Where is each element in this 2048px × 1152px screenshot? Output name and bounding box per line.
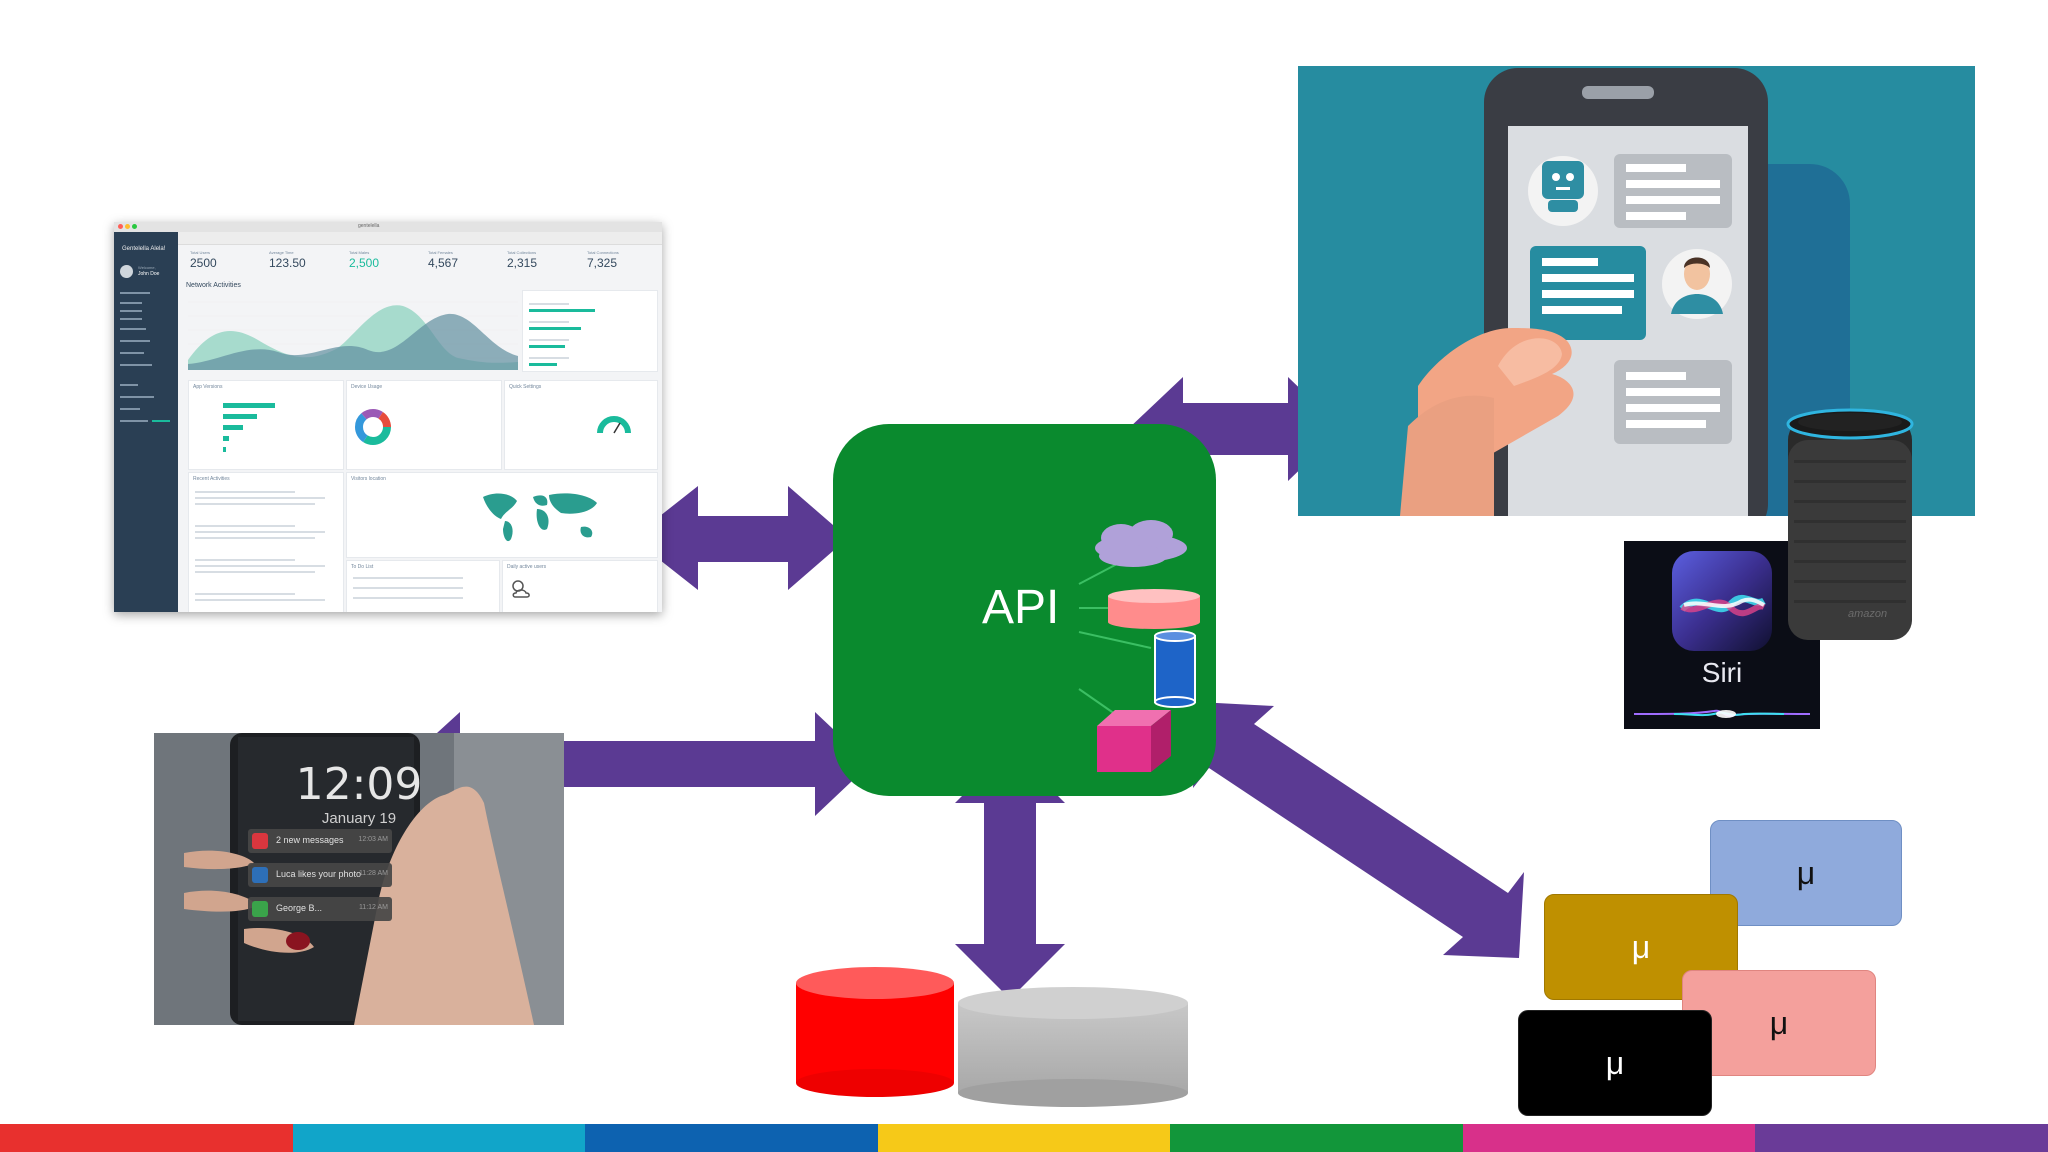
footer-stripe-blue <box>585 1124 878 1152</box>
network-activities-chart <box>188 301 518 370</box>
close-dot-icon <box>118 224 123 229</box>
sidebar-item <box>120 318 142 320</box>
browser-url: gentelella <box>358 223 380 229</box>
avatar <box>120 265 133 278</box>
footer-stripe-cyan <box>293 1124 585 1152</box>
visitors-location-panel: Visitors location <box>346 472 658 558</box>
notification-item[interactable]: 2 new messages 12:03 AM <box>248 829 392 853</box>
gray-database-icon <box>958 987 1188 1107</box>
recent-activities-panel: Recent Activities <box>188 472 344 612</box>
red-database-icon <box>796 967 954 1097</box>
mobile-chatbot-illustration <box>1298 66 1975 516</box>
like-icon <box>252 867 268 883</box>
sidebar-item <box>120 396 154 398</box>
amazon-logo-text: amazon <box>1848 608 1888 620</box>
maximize-dot-icon <box>132 224 137 229</box>
microservice-label: μ <box>1769 1005 1789 1041</box>
siri-assistant: Siri <box>1624 541 1820 729</box>
footer-stripe-magenta <box>1463 1124 1755 1152</box>
notification-item[interactable]: Luca likes your photo 11:28 AM <box>248 863 392 887</box>
footer-stripe-yellow <box>878 1124 1170 1152</box>
device-usage-donut <box>355 409 391 445</box>
sidebar-item <box>120 340 150 342</box>
minimize-dot-icon <box>125 224 130 229</box>
databases <box>796 967 1188 1107</box>
footer-stripe-green <box>1170 1124 1463 1152</box>
api-hub-resources <box>1078 520 1200 772</box>
sidebar-item <box>120 408 140 410</box>
microservice-label: μ <box>1605 1045 1625 1081</box>
dashboard-topbar <box>178 232 662 245</box>
siri-icon <box>1672 551 1772 651</box>
sidebar-item <box>120 310 142 312</box>
todo-panel: To Do List <box>346 560 500 612</box>
sidebar-item <box>120 292 150 294</box>
world-map-icon <box>483 493 597 542</box>
microservice-box: μ <box>1710 820 1902 926</box>
lockscreen-time: 12:09 <box>295 759 423 810</box>
sidebar-item <box>120 302 142 304</box>
app-versions-panel: App Versions <box>188 380 344 470</box>
browser-titlebar <box>114 222 662 232</box>
storage-cylinder-icon <box>1154 630 1196 708</box>
footer-stripe-purple <box>1755 1124 2048 1152</box>
notification-item[interactable]: George B... 11:12 AM <box>248 897 392 921</box>
amazon-echo-speaker <box>1786 408 1914 640</box>
gauge-icon <box>597 416 631 434</box>
sidebar-badge <box>152 420 170 422</box>
microservice-label: μ <box>1631 929 1651 965</box>
arrow-api-databases <box>955 748 1065 999</box>
phone-call-icon <box>252 901 268 917</box>
weather-icon <box>512 580 530 598</box>
device-usage-panel: Device Usage <box>346 380 502 470</box>
sidebar-item <box>120 384 138 386</box>
dashboard-sidebar: Gentelella Alela! Welcome, John Doe <box>114 232 178 612</box>
sidebar-item <box>120 364 152 366</box>
sidebar-item <box>120 352 144 354</box>
arrow-dashboard-api <box>632 486 848 590</box>
cloud-icon <box>1095 520 1187 567</box>
lockscreen-phone-photo: 12:09 January 19 2 new messages 12:03 AM… <box>154 733 564 1025</box>
admin-dashboard-screenshot: gentelella Gentelella Alela! Welcome, Jo… <box>114 222 662 612</box>
arrow-phone-api <box>403 712 870 816</box>
table-cylinder-icon <box>1108 589 1200 629</box>
siri-waveform-icon <box>1634 709 1810 718</box>
network-activities-title: Network Activities <box>186 282 241 289</box>
api-label: API <box>982 581 1060 634</box>
cube-icon <box>1097 710 1171 772</box>
dashboard-brand: Gentelella Alela! <box>122 246 166 252</box>
microservice-box: μ <box>1518 1010 1712 1116</box>
sidebar-item <box>120 328 146 330</box>
footer-stripe-red <box>0 1124 293 1152</box>
mobile-chat-icon <box>1400 68 1850 516</box>
mail-icon <box>252 833 268 849</box>
lockscreen-date: January 19 <box>321 810 397 827</box>
arrow-api-microservices <box>1193 702 1524 958</box>
campaign-performance-panel <box>522 290 658 372</box>
sidebar-item <box>120 420 148 422</box>
daily-active-users-panel: Daily active users <box>502 560 658 612</box>
siri-label: Siri <box>1701 657 1743 688</box>
microservice-box: μ <box>1682 970 1876 1076</box>
user-name: John Doe <box>138 271 160 277</box>
microservice-label: μ <box>1796 855 1816 891</box>
quick-settings-panel: Quick Settings <box>504 380 658 470</box>
welcome-text: Welcome, <box>138 265 156 270</box>
